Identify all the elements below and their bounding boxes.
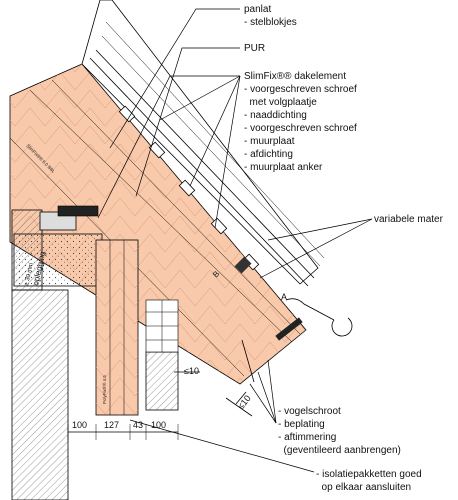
label-afdichting: - afdichting: [244, 149, 293, 160]
label-panlat: panlat: [244, 4, 271, 15]
label-schroef-1: - voorgeschreven schroef: [244, 84, 357, 95]
label-aftimmering: - aftimmering: [278, 432, 336, 443]
dim-4: 100: [151, 420, 166, 430]
callout-vogelschroot: - vogelschroot - beplating - aftimmering…: [278, 406, 401, 456]
label-beplating: - beplating: [278, 419, 325, 430]
label-slimfix: SlimFix®® dakelement: [244, 71, 346, 82]
label-pur: PUR: [244, 43, 265, 54]
callout-panlat: panlat - stelblokjes: [244, 4, 297, 28]
dim-3: 43: [133, 420, 143, 430]
concrete-slab: [13, 205, 103, 287]
label-naaddichting: - naaddichting: [244, 110, 307, 121]
wall-insulation: [95, 239, 139, 416]
b-mark: B: [211, 269, 221, 279]
dim-2: 127: [104, 420, 119, 430]
le10-mark-2: ≤10: [236, 393, 253, 411]
a-mark: A: [281, 292, 287, 302]
label-muurplaat: - muurplaat: [244, 136, 295, 147]
polyfix-mark: PolyFix®® 4.5: [101, 375, 107, 404]
label-schroef-2: - voorgeschreven schroef: [244, 123, 357, 134]
dim-1: 100: [72, 420, 87, 430]
roof-element: [9, 63, 307, 385]
label-muurplaat-anker: - muurplaat anker: [244, 162, 323, 173]
oplegging-min-mark: ≥ 30 mm: [24, 262, 35, 286]
le10-mark-1: ≤10: [184, 366, 199, 376]
leader-lines: [97, 8, 373, 473]
label-aansluiten: op elkaar aansluiten: [316, 482, 411, 493]
detail-marks: [174, 256, 303, 417]
label-isolatie: - isolatiepakketten goed: [316, 469, 422, 480]
callout-slimfix: SlimFix®® dakelement - voorgeschreven sc…: [244, 71, 357, 173]
callout-pur: PUR: [244, 43, 265, 54]
label-geventileerd: (geventileerd aanbrengen): [278, 445, 401, 456]
label-volgplaatje: met volgplaatje: [244, 97, 317, 108]
dimension-chain: 100 127 43 100: [67, 420, 179, 440]
callout-isolatie: - isolatiepakketten goed op elkaar aansl…: [316, 469, 422, 493]
label-vogelschroot: - vogelschroot: [278, 406, 341, 417]
label-stelblokjes: - stelblokjes: [244, 17, 297, 28]
label-variabele-maten: variabele mater: [374, 214, 444, 225]
callout-variabele: variabele mater: [374, 214, 444, 225]
